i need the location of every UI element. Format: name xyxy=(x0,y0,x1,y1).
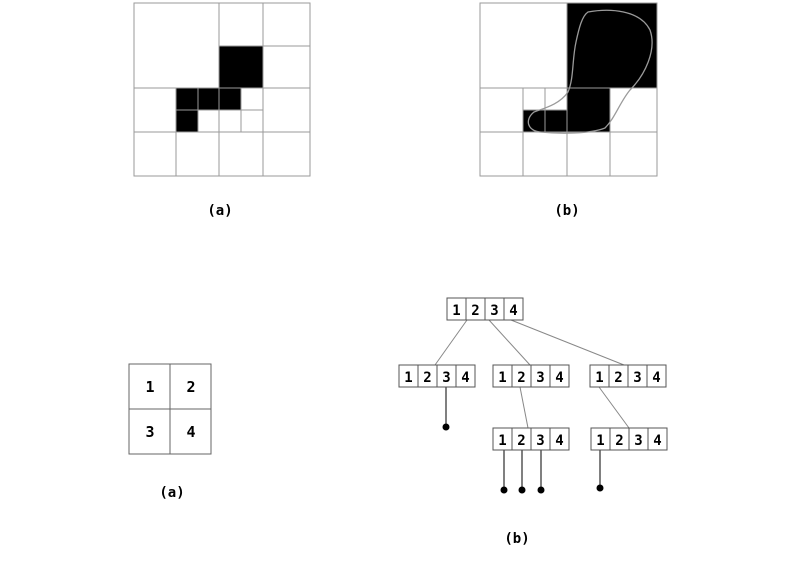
black-cell xyxy=(219,46,263,88)
black-cell xyxy=(198,88,219,110)
tree-edge xyxy=(435,320,467,365)
tree-node-right-child: 1 2 3 4 xyxy=(591,428,667,450)
node-cell-label: 1 xyxy=(498,433,506,449)
quadrant-numbering: 1 2 3 4 xyxy=(129,364,211,454)
leaf-node xyxy=(443,424,450,431)
top-a-quadtree-grid xyxy=(134,3,310,176)
node-cell-label: 4 xyxy=(555,433,563,449)
node-cell-label: 4 xyxy=(652,370,660,386)
tree-node-middle: 1 2 3 4 xyxy=(493,365,569,387)
tree-node-left: 1 2 3 4 xyxy=(399,365,475,387)
node-cell-label: 2 xyxy=(614,370,622,386)
leaf-node xyxy=(538,487,545,494)
black-cell xyxy=(176,110,198,132)
node-cell-label: 2 xyxy=(517,433,525,449)
node-cell-label: 1 xyxy=(452,303,460,319)
leaf-node xyxy=(519,487,526,494)
tree-edge xyxy=(511,320,624,365)
node-cell-label: 4 xyxy=(653,433,661,449)
caption-top-a: (a) xyxy=(207,203,232,219)
node-cell-label: 3 xyxy=(536,433,544,449)
node-cell-label: 4 xyxy=(509,303,517,319)
node-cell-label: 1 xyxy=(596,433,604,449)
top-b-region-grid xyxy=(480,3,657,176)
caption-bottom-a: (a) xyxy=(159,485,184,501)
node-cell-label: 2 xyxy=(423,370,431,386)
tree-edge xyxy=(599,387,629,428)
black-cell xyxy=(567,3,657,88)
tree-node-middle-child: 1 2 3 4 xyxy=(493,428,569,450)
node-cell-label: 3 xyxy=(442,370,450,386)
node-cell-label: 2 xyxy=(615,433,623,449)
node-cell-label: 3 xyxy=(633,370,641,386)
node-cell-label: 4 xyxy=(555,370,563,386)
node-cell-label: 3 xyxy=(490,303,498,319)
caption-bottom-b: (b) xyxy=(504,531,529,547)
tree-node-root: 1 2 3 4 xyxy=(447,298,523,320)
leaf-node xyxy=(597,485,604,492)
quadrant-label-1: 1 xyxy=(145,378,154,396)
node-cell-label: 4 xyxy=(461,370,469,386)
node-cell-label: 1 xyxy=(404,370,412,386)
node-cell-label: 3 xyxy=(634,433,642,449)
caption-top-b: (b) xyxy=(554,203,579,219)
black-cell xyxy=(176,88,198,110)
quadrant-label-3: 3 xyxy=(145,423,154,441)
tree-edge xyxy=(489,320,530,365)
node-cell-label: 1 xyxy=(595,370,603,386)
node-cell-label: 1 xyxy=(498,370,506,386)
leaf-node xyxy=(501,487,508,494)
black-cell xyxy=(219,88,241,110)
quadrant-label-4: 4 xyxy=(186,423,195,441)
node-cell-label: 2 xyxy=(517,370,525,386)
node-cell-label: 3 xyxy=(536,370,544,386)
node-cell-label: 2 xyxy=(471,303,479,319)
tree-node-right: 1 2 3 4 xyxy=(590,365,666,387)
quadrant-label-2: 2 xyxy=(186,378,195,396)
black-cell xyxy=(567,88,610,132)
tree-edge xyxy=(520,387,528,428)
